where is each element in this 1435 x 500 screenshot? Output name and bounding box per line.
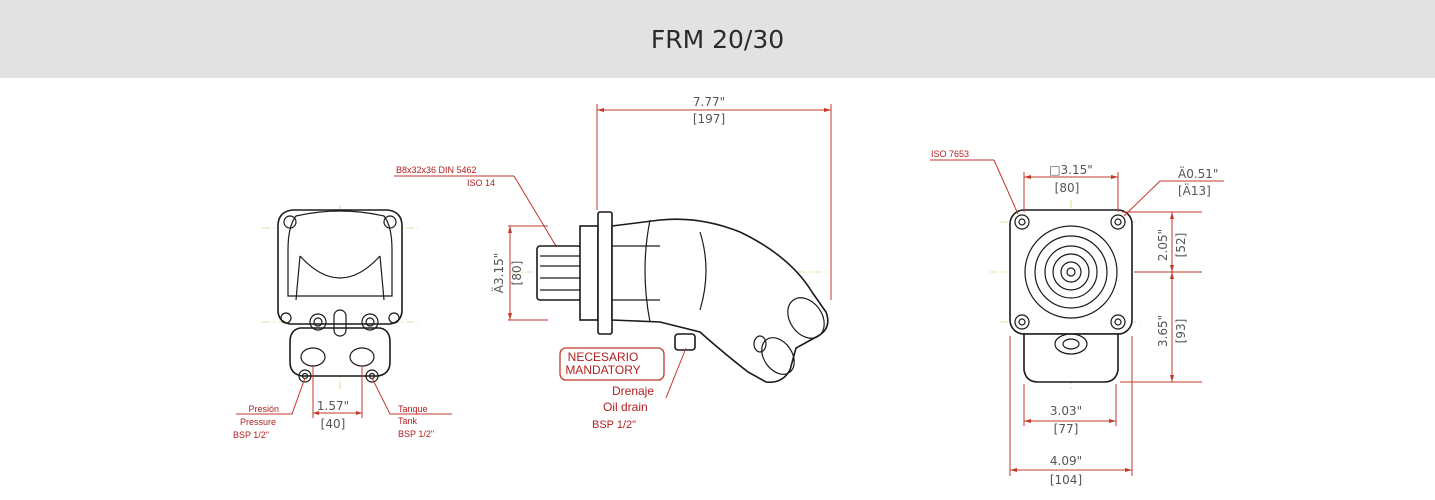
left-view: 1.57" [40] Presión Pressure BSP 1/2" Tan… (233, 205, 452, 440)
drain-en: Oil drain (603, 400, 648, 414)
shaft-iso: ISO 14 (467, 178, 495, 188)
front-lower-body (1023, 333, 1119, 383)
shaft-spec: B8x32x36 DIN 5462 (396, 165, 477, 175)
pressure-label-es: Presión (248, 404, 279, 414)
mandatory-es: NECESARIO (568, 350, 639, 364)
body-width-inch: 3.03" (1050, 404, 1082, 418)
overall-width-mm: [104] (1050, 473, 1082, 487)
front-view: ISO 7653 □3.15" [80] Ä0.51" [Ä13] 2.05" … (930, 149, 1224, 487)
tank-label-en: Tank (398, 416, 418, 426)
square-mm: [80] (1055, 181, 1080, 195)
page-title: FRM 20/30 (650, 24, 785, 54)
pressure-label-en: Pressure (240, 417, 276, 427)
length-inch: 7.77" (693, 95, 725, 109)
pilot-diameter-inch: Ä3.15" (491, 253, 506, 293)
body-width-mm: [77] (1054, 422, 1079, 436)
tank-label-es: Tanque (398, 404, 428, 414)
pressure-label-bsp: BSP 1/2" (233, 430, 269, 440)
front-flange (1009, 209, 1133, 335)
upper-height-inch: 2.05" (1156, 229, 1170, 261)
flange-standard: ISO 7653 (931, 149, 969, 159)
left-port-block (289, 327, 391, 377)
upper-height-mm: [52] (1174, 233, 1188, 258)
drain-port (674, 333, 696, 351)
hole-diameter-mm: [Ä13] (1178, 183, 1211, 198)
side-flange (597, 211, 613, 335)
title-bar: FRM 20/30 (0, 0, 1435, 78)
mandatory-en: MANDATORY (565, 363, 640, 377)
pump-body (611, 218, 829, 384)
port-spacing-inch: 1.57" (317, 399, 349, 413)
hole-diameter-inch: Ä0.51" (1178, 166, 1218, 181)
splined-shaft (536, 245, 582, 301)
mandatory-box (559, 347, 665, 381)
port-spacing-mm: [40] (321, 417, 346, 431)
overall-width-inch: 4.09" (1050, 454, 1082, 468)
lower-height-mm: [93] (1174, 319, 1188, 344)
drain-bsp: BSP 1/2" (592, 419, 636, 431)
left-flange-outline (277, 209, 403, 325)
side-view: 7.77" [197] B8x32x36 DIN 5462 ISO 14 Ä3.… (394, 95, 832, 431)
square-inch: □3.15" (1049, 163, 1093, 177)
tank-label-bsp: BSP 1/2" (398, 429, 434, 439)
lower-height-inch: 3.65" (1156, 315, 1170, 347)
pilot-diameter-mm: [80] (510, 261, 524, 286)
drain-es: Drenaje (612, 384, 654, 398)
length-mm: [197] (693, 112, 725, 126)
